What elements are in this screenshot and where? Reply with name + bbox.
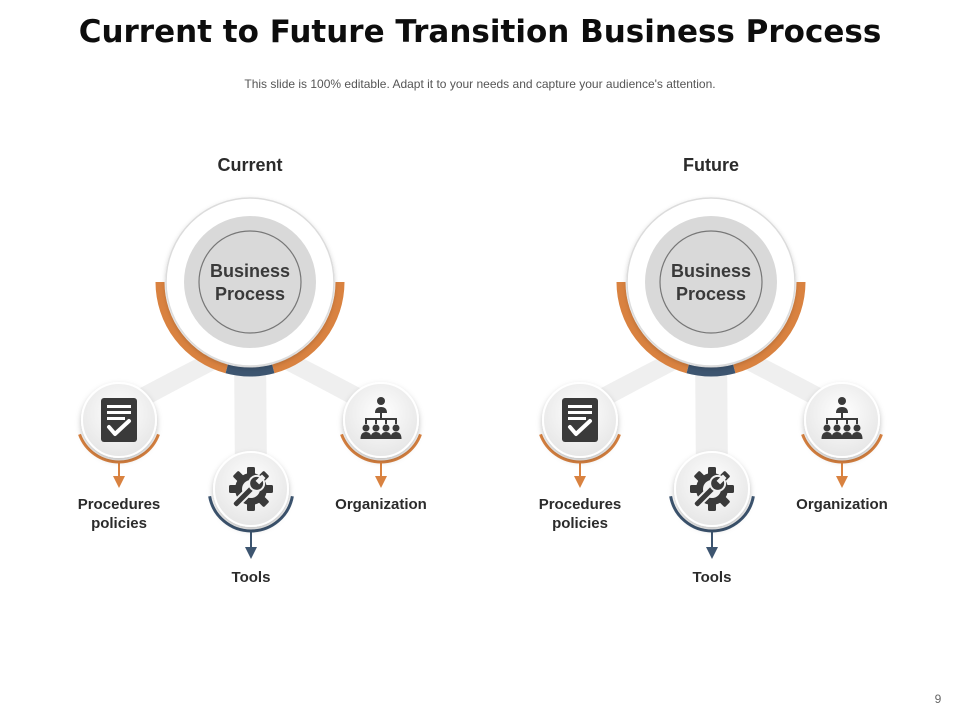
connector-ribbon — [695, 342, 728, 479]
item-node-tools: Tools — [208, 451, 294, 586]
hub-arc-bottom — [686, 364, 736, 377]
item-label-line1: Tools — [232, 569, 271, 586]
page-number: 9 — [934, 692, 942, 706]
item-pointer-stem — [380, 462, 382, 476]
hub-arc-left — [616, 281, 689, 374]
gear-wrench-icon — [227, 466, 274, 513]
item-ring-arc — [669, 496, 755, 533]
item-node-procedures: Procedures policies — [539, 382, 622, 532]
slide-title: Current to Future Transition Business Pr… — [78, 14, 882, 50]
item-label-line2: policies — [91, 515, 147, 532]
item-node-organization: Organization — [335, 382, 427, 513]
hub-inner-ring — [659, 230, 763, 334]
item-pointer — [836, 476, 848, 488]
item-ring-arc — [208, 496, 294, 533]
item-pointer-stem — [250, 531, 252, 547]
hub-inner-ring — [198, 230, 302, 334]
item-pointer-stem — [711, 531, 713, 547]
item-node-tools: Tools — [669, 451, 755, 586]
diagram-heading: Future — [683, 155, 739, 175]
item-pointer — [113, 476, 125, 488]
hub-arc-right — [733, 281, 806, 374]
hub-arc-right — [272, 281, 345, 374]
item-pointer-stem — [841, 462, 843, 476]
item-pointer-stem — [118, 462, 120, 476]
item-node-organization: Organization — [796, 382, 888, 513]
item-pointer — [375, 476, 387, 488]
item-label-line1: Procedures — [539, 496, 622, 513]
item-pointer — [245, 547, 257, 559]
hub-label-line1: Business — [671, 261, 751, 281]
gear-wrench-icon — [688, 466, 735, 513]
checklist-icon — [99, 396, 139, 444]
hub-arc-left — [155, 281, 228, 374]
item-pointer — [706, 547, 718, 559]
checklist-icon — [560, 396, 600, 444]
connector-ribbon — [234, 342, 267, 479]
item-label-line1: Procedures — [78, 496, 161, 513]
hub-label-line1: Business — [210, 261, 290, 281]
item-pointer — [574, 476, 586, 488]
diagram-heading: Current — [217, 155, 282, 175]
hub-label-line2: Process — [215, 284, 285, 304]
item-label-line2: policies — [552, 515, 608, 532]
slide-subtitle: This slide is 100% editable. Adapt it to… — [244, 77, 716, 91]
item-node-procedures: Procedures policies — [78, 382, 161, 532]
item-label-line1: Tools — [693, 569, 732, 586]
item-label-line1: Organization — [796, 496, 888, 513]
hub-arc-bottom — [225, 364, 275, 377]
item-label-line1: Organization — [335, 496, 427, 513]
item-pointer-stem — [579, 462, 581, 476]
hub-label-line2: Process — [676, 284, 746, 304]
